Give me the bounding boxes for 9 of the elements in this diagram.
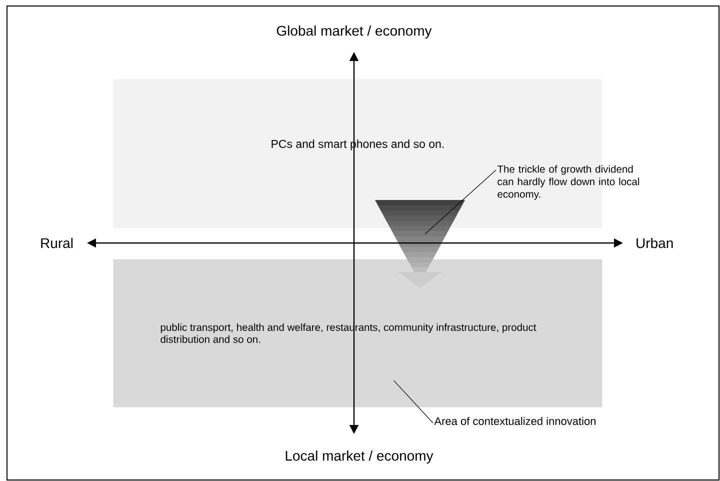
- axis-label: Urban: [636, 238, 673, 248]
- axis-label: Local market / economy: [286, 450, 434, 464]
- leader-line: [393, 380, 434, 424]
- callout-text: Area of contextualized innovation: [434, 416, 596, 426]
- leader-line: [424, 170, 496, 234]
- axis-label: Rural: [41, 238, 73, 248]
- funnel-drawing: [375, 200, 465, 288]
- axis-label: Global market / economy: [276, 25, 432, 39]
- callout-text: The trickle of growth dividend can hardly flow down into local economy.: [497, 165, 640, 200]
